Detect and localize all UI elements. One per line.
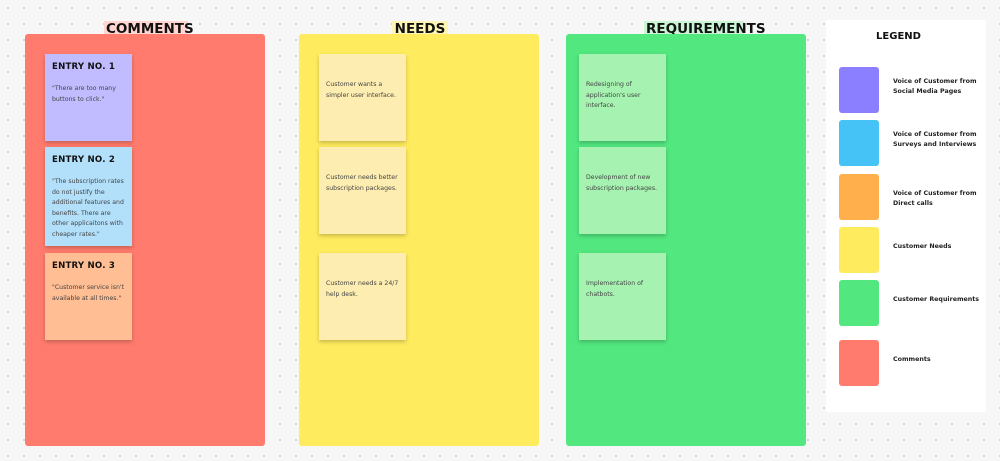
legend-swatch bbox=[839, 120, 879, 166]
legend-item-customer-needs: Customer Needs bbox=[839, 227, 986, 273]
legend-label: Customer Requirements bbox=[893, 296, 980, 303]
note-text: Customer wants a simpler user interface. bbox=[326, 81, 396, 99]
legend-swatch bbox=[839, 174, 879, 220]
legend-panel: LEGEND Voice of Customer from Social Med… bbox=[826, 20, 986, 412]
legend-item-customer-requirements: Customer Requirements bbox=[839, 280, 986, 326]
note-text: "The subscription rates do not justify t… bbox=[52, 178, 124, 238]
requirements-column-title: REQUIREMENTS bbox=[644, 21, 766, 38]
needs-column-title: NEEDS bbox=[392, 21, 448, 38]
legend-label: Voice of Customer from Surveys and Inter… bbox=[893, 131, 977, 148]
legend-swatch bbox=[839, 340, 879, 386]
note-title: ENTRY NO. 2 bbox=[52, 155, 116, 165]
requirements-note-2[interactable]: Development of new subscription packages… bbox=[579, 147, 666, 234]
legend-swatch bbox=[839, 67, 879, 113]
legend-item-direct-calls: Voice of Customer from Direct calls bbox=[839, 174, 986, 220]
legend-item-comments: Comments bbox=[839, 340, 986, 386]
note-text: Redesigning of application's user interf… bbox=[586, 81, 641, 109]
note-text: Development of new subscription packages… bbox=[586, 174, 658, 192]
legend-title: LEGEND bbox=[876, 31, 921, 42]
legend-label: Voice of Customer from Social Media Page… bbox=[893, 78, 977, 95]
note-text: "There are too many buttons to click." bbox=[52, 85, 116, 103]
legend-swatch bbox=[839, 280, 879, 326]
comment-note-entry-2[interactable]: ENTRY NO. 2 "The subscription rates do n… bbox=[45, 147, 132, 246]
note-text: Customer needs better subscription packa… bbox=[326, 174, 398, 192]
needs-note-1[interactable]: Customer wants a simpler user interface. bbox=[319, 54, 406, 141]
note-title: ENTRY NO. 1 bbox=[52, 62, 116, 72]
needs-note-3[interactable]: Customer needs a 24/7 help desk. bbox=[319, 253, 406, 340]
legend-item-surveys: Voice of Customer from Surveys and Inter… bbox=[839, 120, 986, 166]
requirements-note-3[interactable]: Implementation of chatbots. bbox=[579, 253, 666, 340]
legend-swatch bbox=[839, 227, 879, 273]
legend-item-social-media: Voice of Customer from Social Media Page… bbox=[839, 67, 986, 113]
needs-note-2[interactable]: Customer needs better subscription packa… bbox=[319, 147, 406, 234]
legend-label: Customer Needs bbox=[893, 243, 952, 250]
legend-label: Voice of Customer from Direct calls bbox=[893, 190, 977, 207]
legend-label: Comments bbox=[893, 356, 931, 363]
comment-note-entry-3[interactable]: ENTRY NO. 3 "Customer service isn't avai… bbox=[45, 253, 132, 340]
comment-note-entry-1[interactable]: ENTRY NO. 1 "There are too many buttons … bbox=[45, 54, 132, 141]
note-text: Customer needs a 24/7 help desk. bbox=[326, 280, 399, 298]
requirements-note-1[interactable]: Redesigning of application's user interf… bbox=[579, 54, 666, 141]
note-title: ENTRY NO. 3 bbox=[52, 261, 116, 271]
comments-column-title: COMMENTS bbox=[104, 21, 194, 38]
note-text: "Customer service isn't available at all… bbox=[52, 284, 124, 302]
note-text: Implementation of chatbots. bbox=[586, 280, 644, 298]
